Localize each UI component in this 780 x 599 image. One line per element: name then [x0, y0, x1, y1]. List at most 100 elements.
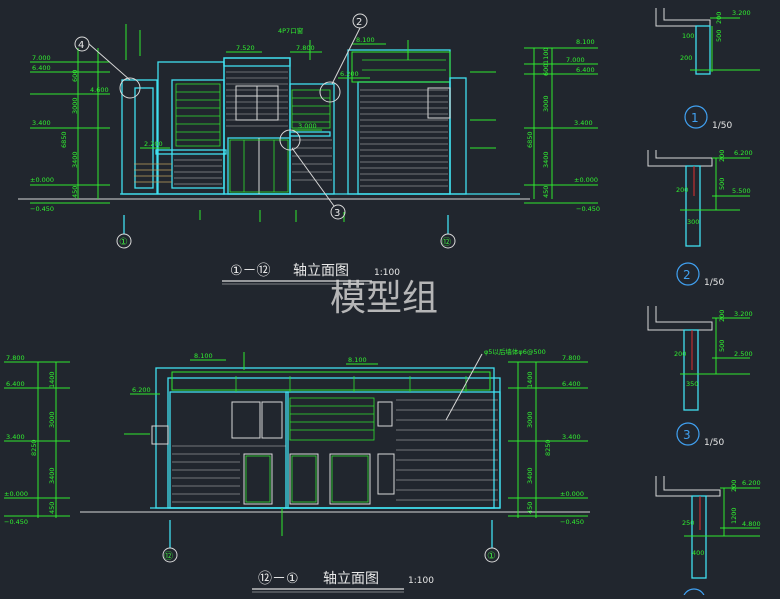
- level-label: 3.000: [298, 122, 317, 130]
- elevation-scale: 1:100: [374, 268, 400, 278]
- dim-label: 3400: [48, 467, 56, 484]
- level-label: −0.450: [576, 205, 600, 213]
- total-dim-label: 6850: [60, 131, 68, 148]
- level-label: −0.450: [4, 518, 28, 526]
- top-left-dimension: 7.000 6.400 4.600 3.400 ±0.000 −0.450 60…: [30, 48, 110, 213]
- level-label: 7.520: [236, 44, 255, 52]
- level-label: 8.100: [348, 356, 367, 364]
- detail-dim: 200: [730, 480, 738, 492]
- top-green-windows: [134, 59, 446, 193]
- level-label: 8.100: [194, 352, 213, 360]
- detail-dim: 500: [715, 30, 723, 42]
- bottom-green-windows: [235, 376, 467, 503]
- elevation-title-prefix: ①－⑫: [230, 263, 271, 279]
- level-label: 6.200: [340, 70, 359, 78]
- detail-section-3: 3.200 2.500 200 500 200 350 3 1/50: [647, 306, 753, 448]
- level-label: 3.400: [32, 119, 51, 127]
- level-label: −0.450: [30, 205, 54, 213]
- detail-scale: 1/50: [704, 278, 724, 288]
- detail-level: 3.200: [732, 9, 751, 17]
- axis-label: ⑫: [164, 551, 173, 562]
- note-label: φ5以后墙体φ6@500: [484, 347, 546, 356]
- level-label: 8.100: [576, 38, 595, 46]
- detail-section-4: 6.200 4.800 250 1200 200 400 4: [655, 476, 761, 599]
- detail-dim: 1200: [730, 507, 738, 524]
- dim-label: 1400: [526, 371, 534, 388]
- level-label: 6.400: [576, 66, 595, 74]
- top-right-dimension: 8.100 7.000 6.400 3.400 ±0.000 −0.450 11…: [524, 38, 600, 213]
- dim-label: 3000: [71, 97, 79, 114]
- detail-dim: 350: [686, 380, 698, 388]
- level-label: 7.000: [566, 56, 585, 64]
- level-label: 6.200: [132, 386, 151, 394]
- detail-dim: 100: [682, 32, 694, 40]
- level-label: ±0.000: [574, 176, 598, 184]
- elevation-title-prefix: ⑫－①: [258, 571, 299, 587]
- dim-label: 1100: [542, 47, 550, 64]
- detail-level: 6.200: [742, 479, 761, 487]
- marker-number: 3: [334, 208, 340, 219]
- dim-label: 3400: [71, 151, 79, 168]
- level-label: ±0.000: [4, 490, 28, 498]
- level-label: 3.400: [6, 433, 25, 441]
- axis-label: ⑫: [442, 237, 451, 248]
- level-label: ±0.000: [560, 490, 584, 498]
- top-elevation: 7.000 6.400 4.600 3.400 ±0.000 −0.450 60…: [18, 13, 600, 285]
- detail-dim: 200: [718, 310, 726, 322]
- detail-dim: 200: [674, 350, 686, 358]
- elevation-title: 轴立面图: [323, 571, 379, 587]
- bottom-building: [151, 367, 501, 509]
- level-label: 6.400: [562, 380, 581, 388]
- detail-section-2: 6.200 5.500 200 500 200 300 2 1/50: [647, 149, 753, 288]
- marker-number: 4: [78, 40, 84, 51]
- level-label: 7.800: [296, 44, 315, 52]
- dim-label: 3000: [48, 411, 56, 428]
- total-dim-label: 8250: [544, 439, 552, 456]
- detail-number: 2: [683, 268, 691, 282]
- dim-label: 450: [48, 502, 56, 514]
- dim-label: 3400: [542, 151, 550, 168]
- detail-dim: 500: [718, 178, 726, 190]
- level-label: 7.800: [562, 354, 581, 362]
- level-label: −0.450: [560, 518, 584, 526]
- level-label: 6.400: [6, 380, 25, 388]
- dim-label: 1400: [48, 371, 56, 388]
- detail-level: 4.800: [742, 520, 761, 528]
- dim-label: 3000: [542, 95, 550, 112]
- detail-dim: 250: [682, 519, 694, 527]
- detail-level: 2.500: [734, 350, 753, 358]
- level-label: 4.600: [90, 86, 109, 94]
- bottom-siding: [172, 399, 498, 503]
- level-label: 7.000: [32, 54, 51, 62]
- detail-scale: 1/50: [704, 438, 724, 448]
- dim-label: 450: [526, 502, 534, 514]
- detail-number: 3: [683, 428, 691, 442]
- bottom-level-marks: 8.100 8.100 6.200 φ5以后墙体φ6@500: [124, 347, 546, 536]
- bottom-elevation: 7.800 6.400 3.400 ±0.000 −0.450 1400 300…: [4, 347, 590, 593]
- dim-label: 600: [71, 70, 79, 82]
- level-label: ±0.000: [30, 176, 54, 184]
- detail-dim: 200: [715, 12, 723, 24]
- detail-dim: 300: [687, 218, 699, 226]
- marker-number: 2: [356, 17, 362, 28]
- level-label: 6.400: [32, 64, 51, 72]
- dim-label: 450: [71, 186, 79, 198]
- bottom-right-dimension: 7.800 6.400 3.400 ±0.000 −0.450 1400 300…: [508, 354, 588, 526]
- top-building: [121, 49, 467, 195]
- level-label: 7.800: [6, 354, 25, 362]
- detail-level: 6.200: [734, 149, 753, 157]
- dim-label: 450: [542, 186, 550, 198]
- total-dim-label: 6850: [526, 131, 534, 148]
- level-label: 3.400: [574, 119, 593, 127]
- total-dim-label: 8250: [30, 439, 38, 456]
- elevation-title: 轴立面图: [293, 263, 349, 279]
- detail-dim: 200: [676, 186, 688, 194]
- top-siding: [174, 89, 448, 187]
- detail-dim: 200: [680, 54, 692, 62]
- detail-markers: 4 2 3: [74, 13, 368, 220]
- axis-label: ①: [487, 551, 496, 562]
- detail-dim: 200: [718, 150, 726, 162]
- dim-label: 3000: [526, 411, 534, 428]
